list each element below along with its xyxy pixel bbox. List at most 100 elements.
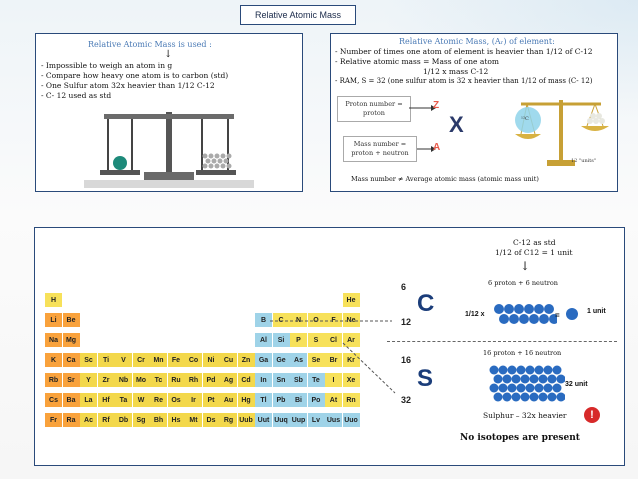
element-ca: Ca xyxy=(62,353,80,367)
nucleon xyxy=(543,365,553,375)
element-lv: Lv xyxy=(307,413,325,427)
nucleon xyxy=(525,383,535,393)
carbon-mass-number: 12 xyxy=(401,317,412,327)
element-at: At xyxy=(325,393,342,407)
element-sg: Sg xyxy=(132,413,150,427)
element-nb: Nb xyxy=(115,373,132,387)
nucleon xyxy=(529,392,539,402)
element-uuq: Uuq xyxy=(272,413,290,427)
nucleon xyxy=(507,383,517,393)
nucleon xyxy=(552,365,562,375)
nucleon xyxy=(556,374,565,384)
fraction-label: 1/12 x xyxy=(465,311,485,318)
element-ac: Ac xyxy=(80,413,97,427)
equals-sign: = xyxy=(555,311,560,320)
element-bi: Bi xyxy=(290,393,307,407)
element-au: Au xyxy=(220,393,237,407)
element-he: He xyxy=(342,293,360,307)
element-uut: Uut xyxy=(255,413,272,427)
element-sb: Sb xyxy=(290,373,307,387)
element-si: Si xyxy=(272,333,290,347)
nucleon xyxy=(511,392,521,402)
element-h: H xyxy=(45,293,62,307)
std-down-arrow-icon: ↓ xyxy=(520,259,531,273)
sulfur-proton-number: 16 xyxy=(401,355,412,365)
nucleon xyxy=(525,365,535,375)
mass-number-box: Mass number = proton + neutron xyxy=(343,136,417,162)
element-in: In xyxy=(255,373,272,387)
symbol-x: X xyxy=(449,112,464,137)
element-pt: Pt xyxy=(202,393,220,407)
element-p: P xyxy=(290,333,307,347)
element-rb: Rb xyxy=(45,373,62,387)
element-sn: Sn xyxy=(272,373,290,387)
element-ir: Ir xyxy=(185,393,202,407)
nucleon xyxy=(489,383,499,393)
element-mn: Mn xyxy=(150,353,167,367)
nucleon xyxy=(516,383,526,393)
element-pd: Pd xyxy=(202,373,220,387)
proton-label-1: Proton number = xyxy=(345,100,403,108)
nucleon xyxy=(489,365,499,375)
element-te: Te xyxy=(307,373,325,387)
nucleon xyxy=(504,304,514,314)
element-ta: Ta xyxy=(115,393,132,407)
carbon-nucleus-image xyxy=(494,304,557,324)
nucleon xyxy=(534,365,544,375)
nucleon xyxy=(547,374,557,384)
carbon-description: 6 proton + 6 neutron xyxy=(488,279,558,287)
element-ga: Ga xyxy=(255,353,272,367)
element-i: I xyxy=(325,373,342,387)
isotopes-note: No isotopes are present xyxy=(460,433,580,443)
element-hf: Hf xyxy=(97,393,115,407)
std-line-1: C-12 as std xyxy=(513,238,556,247)
down-arrow-icon: ↓ xyxy=(164,49,173,60)
scale-left-label: ¹²C xyxy=(521,116,529,122)
element-bh: Bh xyxy=(150,413,167,427)
element-sr: Sr xyxy=(62,373,80,387)
element-uus: Uus xyxy=(325,413,342,427)
sulfur-symbol: S xyxy=(417,365,434,392)
symbol-a: A xyxy=(433,142,441,153)
usage-line-1: - Impossible to weigh an atom in g xyxy=(41,61,173,70)
nucleon xyxy=(507,365,517,375)
ram-definition-panel: Relative Atomic Mass, (Aᵣ) of element: -… xyxy=(330,33,618,192)
comparison-panel: HHeLiBeBCNOFNeNaMgAlSiPSClArKCaScTiVCrMn… xyxy=(34,227,625,466)
sulphur-heavier-note: Sulphur – 32x heavier xyxy=(483,411,567,420)
nucleon xyxy=(520,374,530,384)
page-title: Relative Atomic Mass xyxy=(240,5,356,25)
element-be: Be xyxy=(62,313,80,327)
single-nucleon-image xyxy=(566,308,578,320)
nucleon xyxy=(547,392,557,402)
nucleon xyxy=(494,304,504,314)
element-ni: Ni xyxy=(202,353,220,367)
element-hs: Hs xyxy=(167,413,185,427)
ram-line-3: 1/12 x mass C-12 xyxy=(423,67,489,76)
pointer-lines xyxy=(270,320,396,394)
usage-panel: Relative Atomic Mass is used : ↓ - Impos… xyxy=(35,33,303,192)
element-zr: Zr xyxy=(97,373,115,387)
nucleon xyxy=(498,383,508,393)
element-db: Db xyxy=(115,413,132,427)
nucleon xyxy=(529,374,539,384)
nucleon xyxy=(534,383,544,393)
element-xe: Xe xyxy=(342,373,360,387)
element-ru: Ru xyxy=(167,373,185,387)
element-al: Al xyxy=(255,333,272,347)
element-k: K xyxy=(45,353,62,367)
sulfur-description: 16 proton + 16 neutron xyxy=(483,349,562,357)
nucleon xyxy=(514,304,524,314)
element-se: Se xyxy=(307,353,325,367)
nucleon xyxy=(520,392,530,402)
nucleon xyxy=(502,374,512,384)
element-li: Li xyxy=(45,313,62,327)
element-kr: Kr xyxy=(342,353,360,367)
periodic-table: HHeLiBeBCNOFNeNaMgAlSiPSClArKCaScTiVCrMn… xyxy=(45,291,375,451)
element-cs: Cs xyxy=(45,393,62,407)
unit-32-label: 32 unit xyxy=(565,381,588,388)
nucleon xyxy=(549,314,557,324)
element-tc: Tc xyxy=(150,373,167,387)
balance-scale-image xyxy=(84,112,254,188)
element-co: Co xyxy=(185,353,202,367)
section-divider xyxy=(387,341,617,342)
